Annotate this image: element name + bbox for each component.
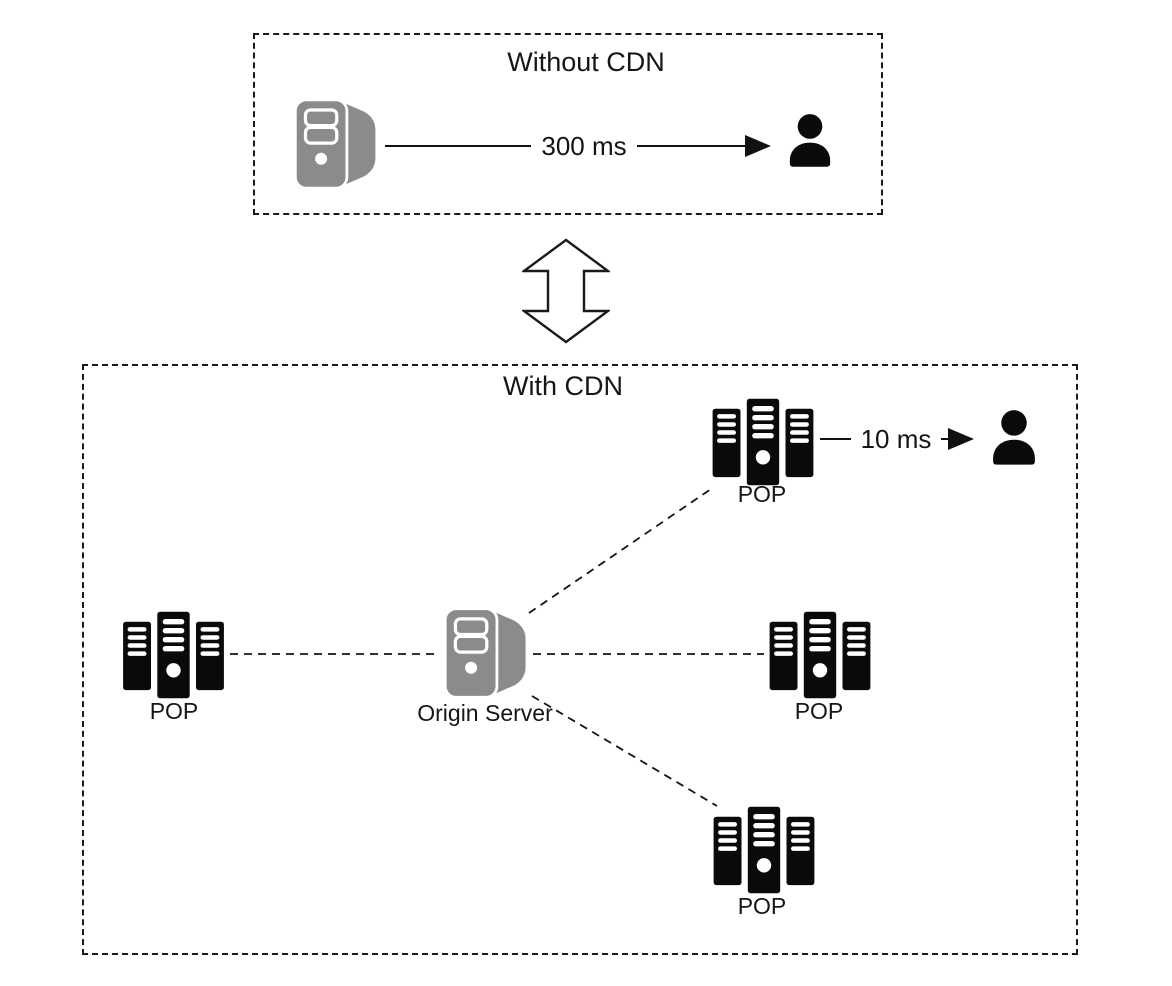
latency-300ms: 300 ms	[514, 128, 654, 164]
origin-tower-server-icon	[435, 605, 533, 701]
latency-300ms-label: 300 ms	[531, 130, 637, 162]
with-cdn-panel: With CDN 10 ms	[82, 364, 1078, 955]
pop-label-top: POP	[737, 481, 787, 507]
origin-server-label: Origin Server	[417, 700, 553, 726]
person-icon	[985, 407, 1043, 469]
without-cdn-title: Without CDN	[507, 47, 665, 77]
pop-cluster-icon-bottom	[709, 805, 819, 895]
pop-cluster-icon-top	[707, 397, 819, 487]
up-down-double-arrow-icon	[522, 238, 610, 344]
pop-label-left: POP	[149, 698, 199, 724]
pop-label-bottom: POP	[737, 893, 787, 919]
pop-cluster-icon-left	[117, 610, 230, 700]
pop-cluster-icon-right	[764, 610, 876, 700]
person-icon	[782, 107, 838, 175]
latency-10ms-label: 10 ms	[850, 423, 942, 455]
with-cdn-title: With CDN	[503, 371, 623, 401]
without-cdn-panel: Without CDN 300 ms	[253, 33, 883, 215]
cdn-connector-lines	[230, 486, 764, 807]
latency-10ms: 10 ms	[836, 421, 956, 457]
pop-label-right: POP	[794, 698, 844, 724]
